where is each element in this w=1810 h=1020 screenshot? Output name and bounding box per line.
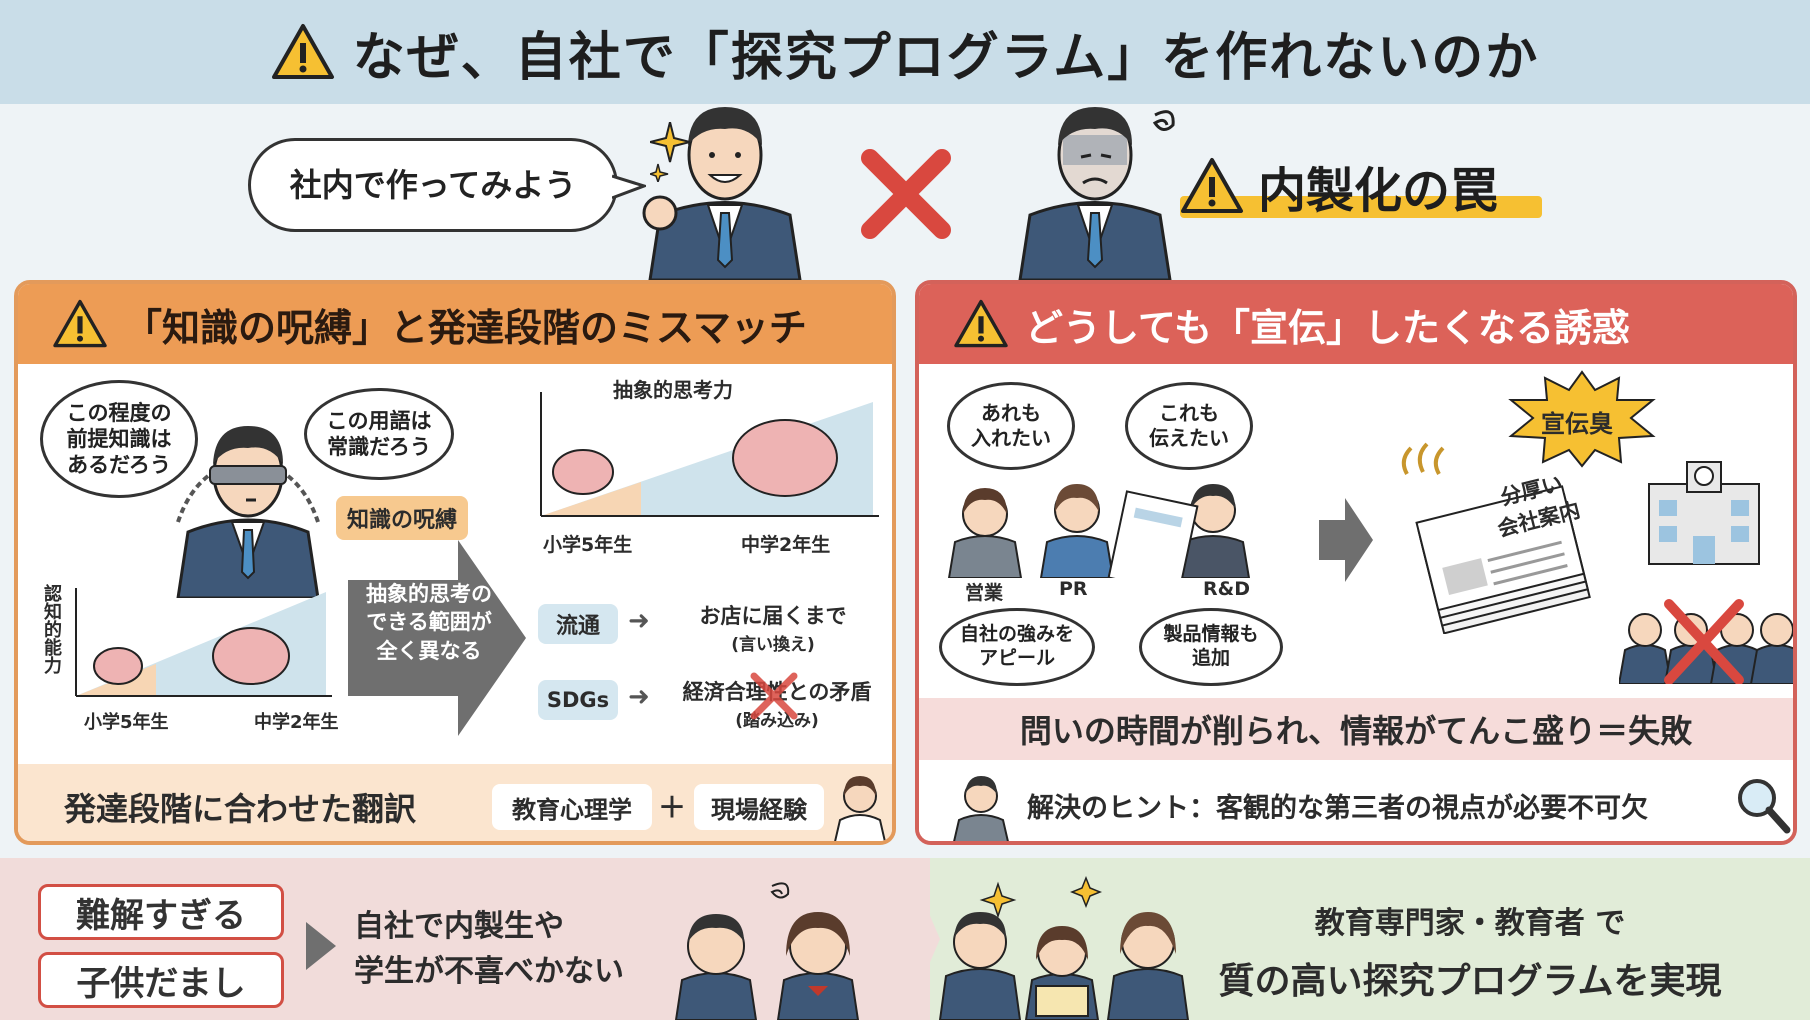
footer-text: 発達段階に合わせた翻訳 xyxy=(64,790,417,828)
pill-text: 子供だまし xyxy=(76,963,246,1004)
bubble-tail xyxy=(612,174,646,200)
arrow-icon: ➜ xyxy=(628,606,650,636)
pill-text: 難解すぎる xyxy=(76,895,246,936)
advertising-smell-burst xyxy=(1508,370,1656,468)
panel-heading-text: 「知識の呪縛」と発達段階のミスマッチ xyxy=(124,305,807,350)
bubble-text: この用語は 常識だろう xyxy=(326,408,432,459)
magnifier-icon xyxy=(1738,779,1791,834)
bubble-text: 製品情報も 追加 xyxy=(1163,623,1259,669)
solution-line-2: 質の高い探究プログラムを実現 xyxy=(1218,961,1722,1002)
warning-icon xyxy=(954,299,1008,348)
solution-line-1: 教育専門家・教育者 で xyxy=(1314,906,1626,941)
example-result: お店に届くまで (言い換え) xyxy=(668,600,878,655)
arrow-icon: ➜ xyxy=(628,682,650,712)
bubble-text: 自社の強みを アピール xyxy=(959,623,1074,669)
panel-heading-text: どうしても「宣伝」したくなる誘惑 xyxy=(1025,305,1630,350)
term-tag-sdgs: SDGs xyxy=(538,680,618,720)
speech-text: 社内で作ってみよう xyxy=(289,166,577,204)
bubble-text: これも 伝えたい xyxy=(1149,401,1229,450)
tag-text: 教育心理学 xyxy=(512,795,632,824)
warning-icon xyxy=(271,24,334,79)
speech-bubble-add-product-info: 製品情報も 追加 xyxy=(1139,608,1283,686)
small-arrow-icon xyxy=(306,922,336,970)
translation-footer: 発達段階に合わせた翻訳 教育心理学 ＋ 現場経験 xyxy=(18,764,892,841)
term-text: SDGs xyxy=(546,688,610,712)
tag-text: 現場経験 xyxy=(711,795,807,824)
bubble-text: あれも 入れたい xyxy=(971,401,1051,450)
knowledge-curse-panel: 「知識の呪縛」と発達段階のミスマッチ この程度の 前提知識は あるだろう この用… xyxy=(14,280,896,845)
page-title: なぜ、自社で「探究プログラム」を作れないのか xyxy=(352,27,1540,88)
solution-text-block: 教育専門家・教育者 で 質の高い探究プログラムを実現 xyxy=(1160,898,1780,1004)
abstract-growth-graphic xyxy=(540,392,879,517)
right-arrow-shape xyxy=(1319,498,1373,582)
teacher-woman-illustration xyxy=(834,776,886,841)
plus-sign: ＋ xyxy=(658,791,687,824)
confident-man-illustration xyxy=(642,107,802,280)
hint-text: 解決のヒント：客観的な第三者の視点が必要不可欠 xyxy=(1027,793,1648,824)
big-arrow-shape xyxy=(348,540,526,736)
educational-psychology-tag: 教育心理学 xyxy=(492,784,652,830)
example-result-text: お店に届くまで xyxy=(699,604,847,628)
panel-heading: 「知識の呪縛」と発達段階のミスマッチ xyxy=(18,284,892,364)
problem-text: 自社で内製生や 学生が不喜べかない xyxy=(354,909,624,989)
field-experience-tag: 現場経験 xyxy=(694,784,824,830)
worried-man-illustration xyxy=(1018,107,1175,280)
red-x-mark xyxy=(861,149,951,239)
term-tag-distribution: 流通 xyxy=(538,604,618,644)
childish-pill: 子供だまし xyxy=(38,952,284,1008)
x-label-grade5: 小学5年生 xyxy=(543,534,633,556)
staff-group-illustration xyxy=(947,484,1251,578)
x-label-grade8: 中学2年生 xyxy=(741,534,831,556)
panel-heading: どうしても「宣伝」したくなる誘惑 xyxy=(919,284,1793,364)
knowledge-curse-tag: 知識の呪縛 xyxy=(336,496,468,540)
speech-bubble-lets-make: 社内で作ってみよう xyxy=(248,138,618,232)
result-band: 問いの時間が削られ、情報がてんこ盛り＝失敗 xyxy=(919,698,1793,760)
blindfolded-man-illustration xyxy=(176,426,320,598)
warning-icon xyxy=(1181,158,1243,213)
thought-bubble-prerequisite: この程度の 前提知識は あるだろう xyxy=(40,380,198,498)
happy-group-illustration xyxy=(938,876,1190,1020)
role-pr: PR xyxy=(1059,578,1088,600)
role-rd: R&D xyxy=(1203,578,1250,600)
result-text: 問いの時間が削られ、情報がてんこ盛り＝失敗 xyxy=(1019,712,1693,750)
arrow-text: 抽象的思考の できる範囲が 全く異なる xyxy=(366,582,492,663)
too-difficult-pill: 難解すぎる xyxy=(38,884,284,940)
x-label-grade5: 小学5年生 xyxy=(84,712,169,733)
school-students-illustration xyxy=(1619,461,1793,684)
y-axis-label: 認知的能力 xyxy=(41,584,62,674)
trap-label: 内製化の罠 xyxy=(1180,152,1542,220)
chart-title: 抽象的思考力 xyxy=(613,378,733,402)
speech-bubble-want-include: あれも 入れたい xyxy=(947,382,1075,470)
burst-text: 宣伝臭 xyxy=(1541,410,1613,438)
speech-bubble-want-convey: これも 伝えたい xyxy=(1125,382,1253,470)
hint-band: 解決のヒント：客観的な第三者の視点が必要不可欠 xyxy=(919,764,1793,841)
ability-growth-graphic xyxy=(75,588,332,697)
thick-brochure-illustration xyxy=(1401,442,1591,634)
advisor-man-illustration xyxy=(953,776,1009,841)
term-text: 流通 xyxy=(555,614,600,639)
red-x-mark xyxy=(750,672,798,720)
trap-label-text: 内製化の罠 xyxy=(1258,163,1499,219)
highlight-bar xyxy=(1180,196,1542,218)
confused-students-illustration xyxy=(674,882,860,1020)
speech-bubble-appeal-strengths: 自社の強みを アピール xyxy=(939,608,1095,686)
sparkle-icon xyxy=(650,122,690,182)
promotion-temptation-panel: どうしても「宣伝」したくなる誘惑 あれも 入れたい これも 伝えたい 営業 PR… xyxy=(915,280,1797,845)
abstract-thinking-chart: 抽象的思考力 小学5年生 中学2年生 xyxy=(523,374,883,556)
tag-text: 知識の呪縛 xyxy=(346,508,457,533)
role-sales: 営業 xyxy=(965,582,1004,604)
warning-icon xyxy=(53,299,107,348)
bubble-text: この程度の 前提知識は あるだろう xyxy=(66,400,172,478)
title-band: なぜ、自社で「探究プログラム」を作れないのか xyxy=(0,0,1810,104)
thought-bubble-terminology: この用語は 常識だろう xyxy=(304,388,454,480)
example-note: (言い換え) xyxy=(731,635,815,655)
band-chevron xyxy=(880,858,940,1020)
cognitive-ability-chart: 認知的能力 小学5年生 中学2年生 xyxy=(40,584,350,734)
x-label-grade8: 中学2年生 xyxy=(254,712,339,733)
